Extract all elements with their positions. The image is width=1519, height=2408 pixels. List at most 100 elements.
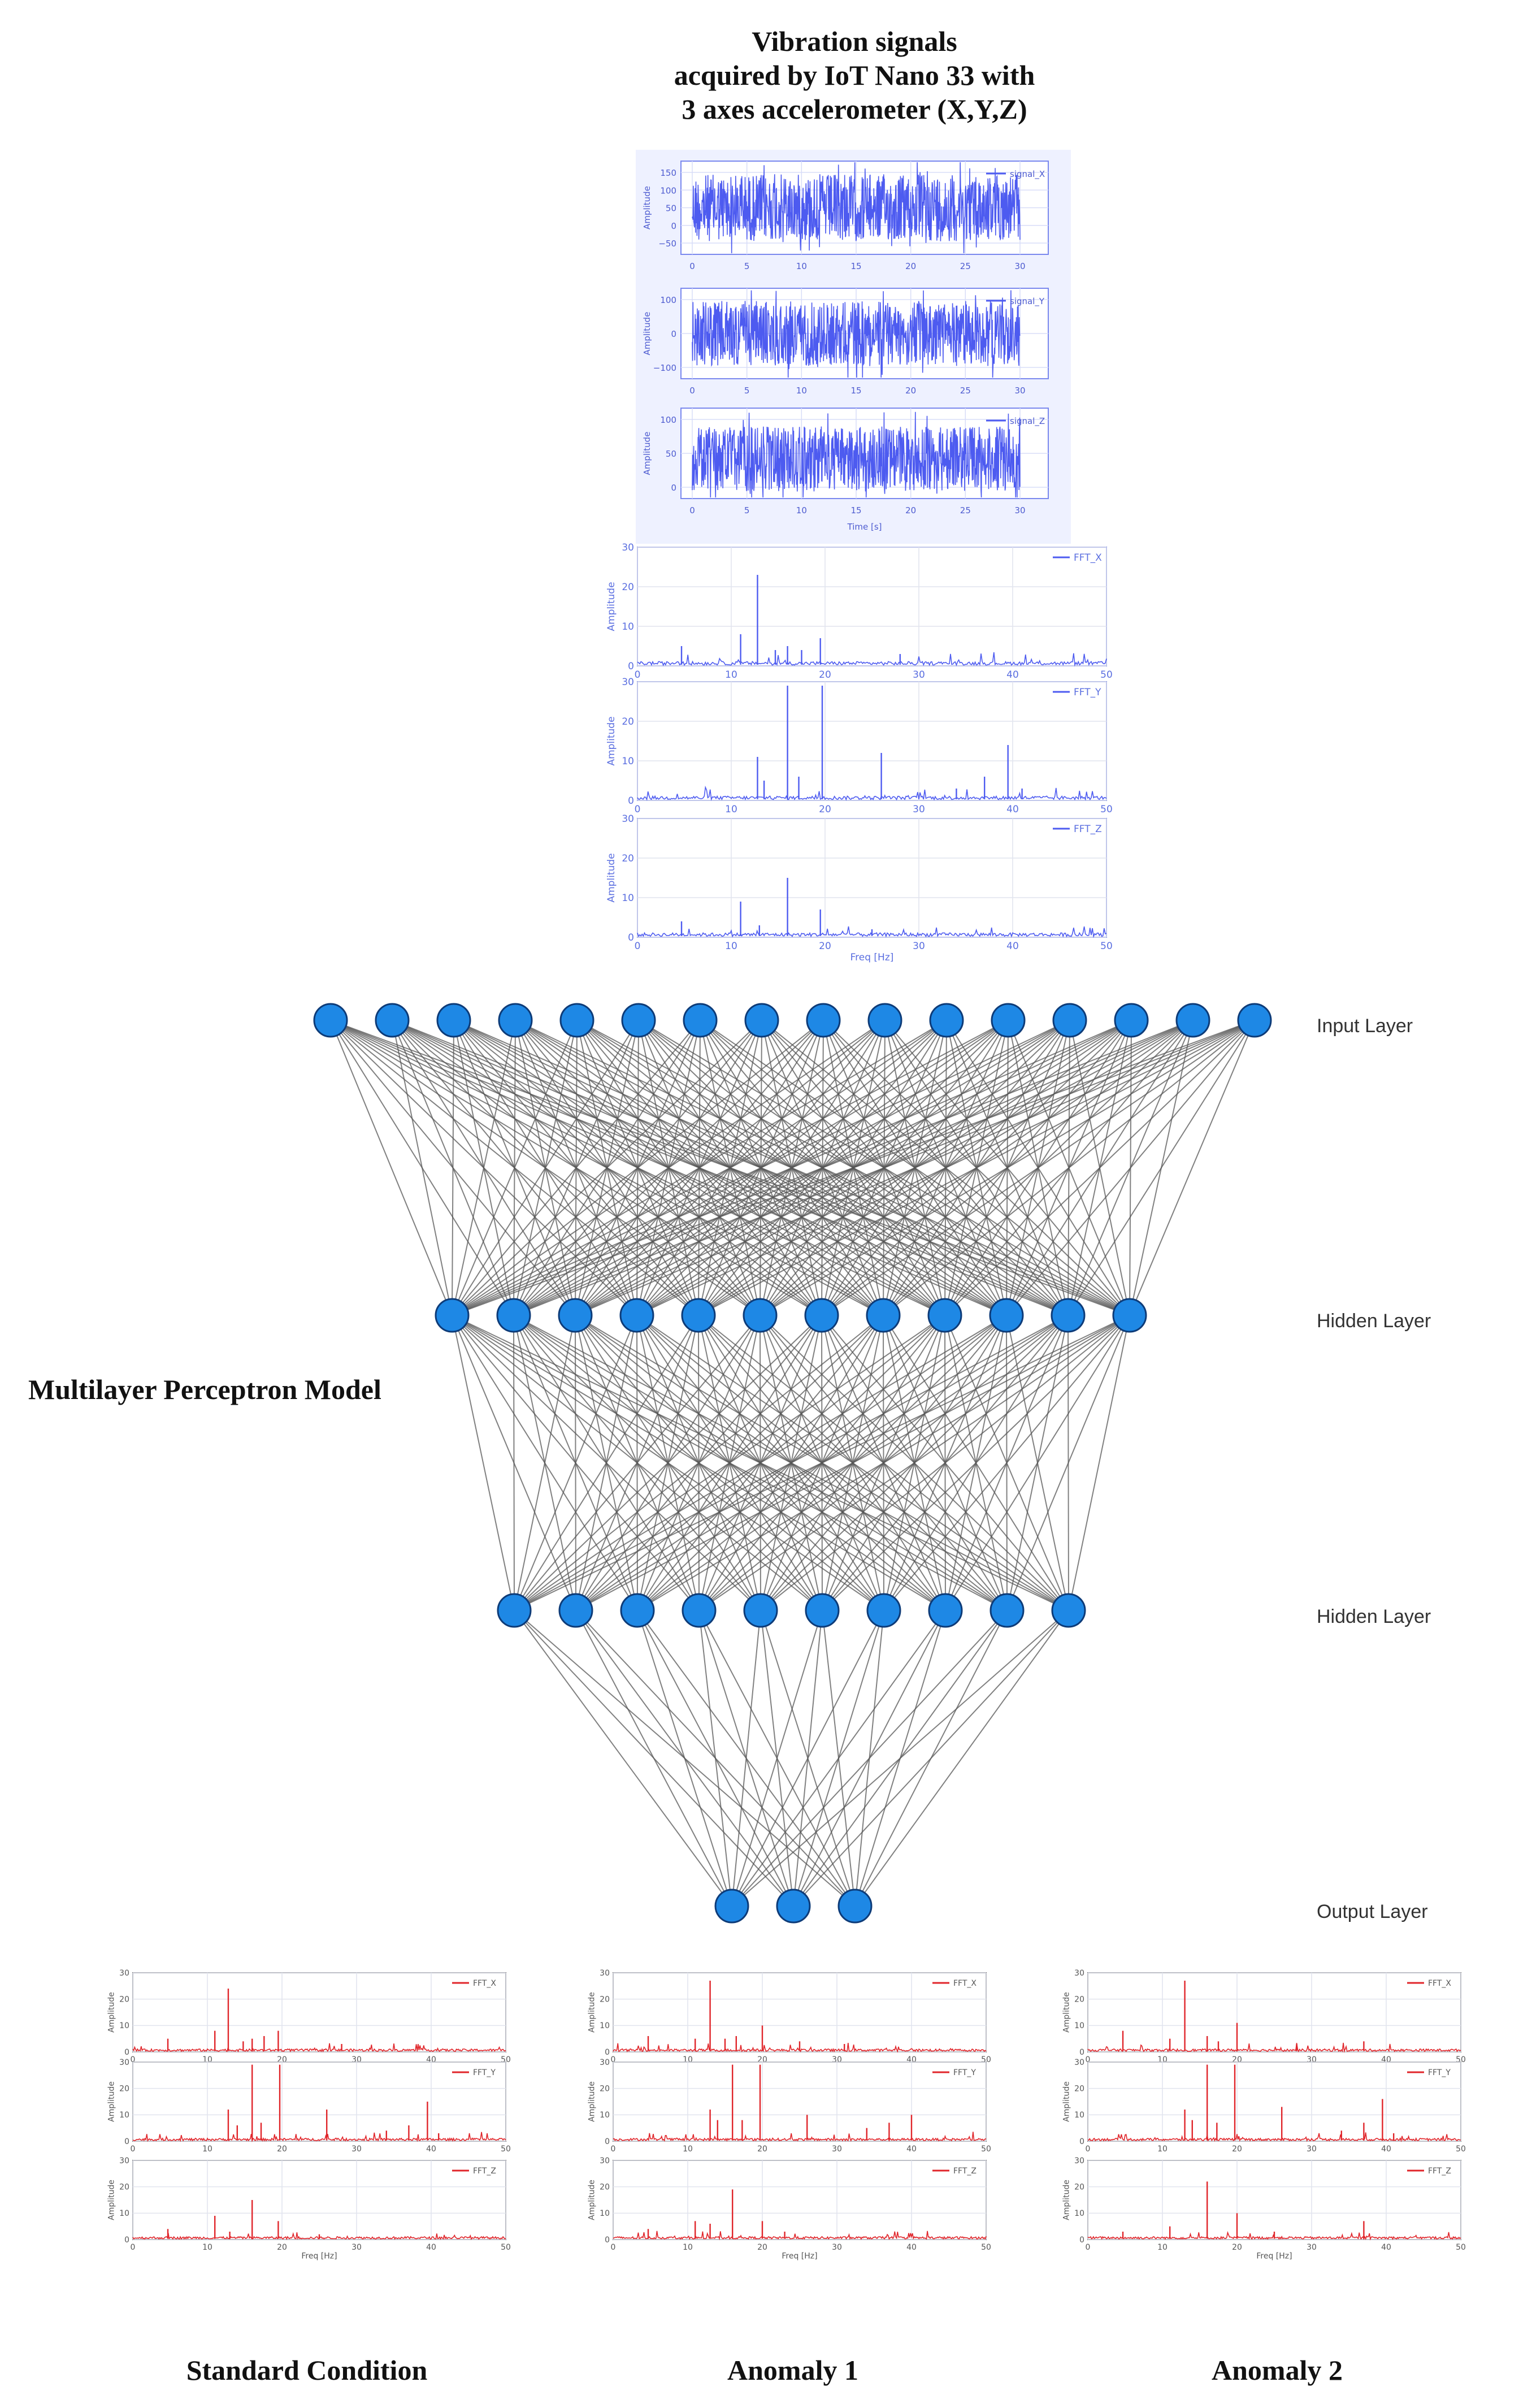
title-line-1: Vibration signals (752, 25, 957, 57)
network-edge (452, 1315, 515, 1611)
network-edge (637, 1610, 732, 1907)
network-node-l0-n12 (1052, 1003, 1087, 1038)
y-axis-label: Amplitude (1062, 2081, 1071, 2122)
y-tick-label: −50 (658, 239, 676, 249)
network-node-l1-n6 (804, 1298, 839, 1333)
x-tick-label: 50 (1100, 669, 1113, 681)
y-tick-label: 20 (622, 853, 634, 864)
x-tick-label: 20 (905, 505, 916, 516)
network-node-l0-n0 (313, 1003, 348, 1038)
legend-label: FFT_Y (473, 2068, 496, 2077)
network-edge (452, 1020, 1009, 1316)
y-tick-label: 0 (124, 2048, 129, 2057)
y-tick-label: 10 (1074, 2021, 1084, 2030)
x-tick-label: 20 (277, 2243, 287, 2252)
x-tick-label: 20 (757, 2145, 767, 2154)
x-tick-label: 50 (981, 2243, 991, 2252)
legend-label: FFT_X (1074, 552, 1102, 564)
network-edge (731, 1610, 1069, 1907)
y-tick-label: 10 (119, 2209, 129, 2218)
network-edge (514, 1315, 576, 1611)
x-tick-label: 10 (202, 2243, 212, 2252)
network-node-l1-n4 (681, 1298, 716, 1333)
y-tick-label: 10 (1074, 2111, 1084, 2120)
y-tick-label: 10 (119, 2021, 129, 2030)
network-edge (793, 1610, 1069, 1907)
y-tick-label: 0 (1079, 2048, 1084, 2057)
y-tick-label: 50 (666, 203, 676, 214)
network-node-l2-n2 (620, 1593, 655, 1628)
spectrum-line-FFT_Y (613, 2132, 987, 2142)
network-node-l0-n8 (806, 1003, 841, 1038)
label-anomaly-1: Anomaly 1 (727, 2354, 858, 2386)
network-edge (731, 1610, 1008, 1907)
x-axis-label: Time [s] (847, 522, 882, 532)
network-node-l0-n14 (1175, 1003, 1210, 1038)
x-tick-label: 20 (819, 804, 831, 815)
x-tick-label: 10 (1157, 2145, 1168, 2154)
y-tick-label: 20 (119, 2085, 129, 2094)
x-tick-label: 30 (1307, 2145, 1317, 2154)
legend-label: signal_Y (1010, 296, 1045, 307)
network-node-l0-n1 (375, 1003, 410, 1038)
network-node-l2-n1 (558, 1593, 593, 1628)
x-tick-label: 0 (611, 2055, 616, 2064)
y-axis-label: Amplitude (1062, 1992, 1071, 2033)
network-edge (1006, 1315, 1130, 1611)
x-tick-label: 30 (832, 2243, 842, 2252)
model-label: Multilayer Perceptron Model (28, 1374, 381, 1405)
network-edge (944, 1020, 1255, 1316)
x-tick-label: 5 (744, 505, 750, 516)
y-tick-label: 10 (622, 756, 634, 767)
spectrum-line-FFT_Y (637, 785, 1107, 801)
network-edge (1068, 1315, 1130, 1611)
y-tick-label: 30 (119, 2156, 129, 2166)
network-node-l0-n3 (498, 1003, 533, 1038)
y-tick-label: 20 (119, 2183, 129, 2192)
x-tick-label: 30 (351, 2145, 362, 2154)
x-tick-label: 20 (1232, 2243, 1242, 2252)
layer-label-hidden-1: Hidden Layer (1317, 1310, 1431, 1332)
x-tick-label: 50 (1456, 2243, 1466, 2252)
network-edge (452, 1020, 824, 1316)
network-node-l1-n11 (1112, 1298, 1147, 1333)
x-tick-label: 30 (913, 941, 925, 952)
x-tick-label: 0 (611, 2243, 616, 2252)
y-tick-label: −100 (653, 363, 676, 373)
x-tick-label: 25 (960, 386, 971, 396)
network-edge (452, 1020, 1070, 1316)
network-node-l1-n3 (619, 1298, 654, 1333)
x-tick-label: 0 (635, 941, 641, 952)
x-tick-label: 10 (202, 2145, 212, 2154)
y-tick-label: 30 (622, 677, 634, 688)
x-tick-label: 40 (426, 2243, 436, 2252)
y-tick-label: 0 (628, 661, 634, 672)
network-node-l0-n9 (867, 1003, 902, 1038)
x-axis-label: Freq [Hz] (1256, 2252, 1292, 2261)
x-tick-label: 30 (1014, 261, 1025, 271)
x-tick-label: 15 (850, 261, 861, 271)
y-axis-label: Amplitude (1062, 2180, 1071, 2220)
x-tick-label: 20 (819, 941, 831, 952)
legend-label: signal_Z (1010, 416, 1045, 427)
y-axis-label: Amplitude (107, 2180, 116, 2220)
title-line-3: 3 axes accelerometer (X,Y,Z) (682, 93, 1027, 125)
x-axis-label: Freq [Hz] (782, 2252, 817, 2261)
x-tick-label: 20 (905, 386, 916, 396)
legend-label: FFT_Z (1074, 824, 1102, 835)
x-tick-label: 40 (1381, 2145, 1391, 2154)
network-edge (452, 1020, 886, 1316)
x-tick-label: 0 (131, 2243, 136, 2252)
y-tick-label: 100 (660, 185, 676, 196)
network-edge (452, 1020, 578, 1316)
network-edge (883, 1315, 1130, 1611)
network-edge (945, 1315, 1130, 1611)
network-edge (514, 1315, 945, 1611)
plot-frame (1087, 2061, 1461, 2142)
network-edge (452, 1020, 1255, 1316)
y-tick-label: 20 (1074, 2183, 1084, 2192)
network-edge (636, 1020, 1255, 1316)
